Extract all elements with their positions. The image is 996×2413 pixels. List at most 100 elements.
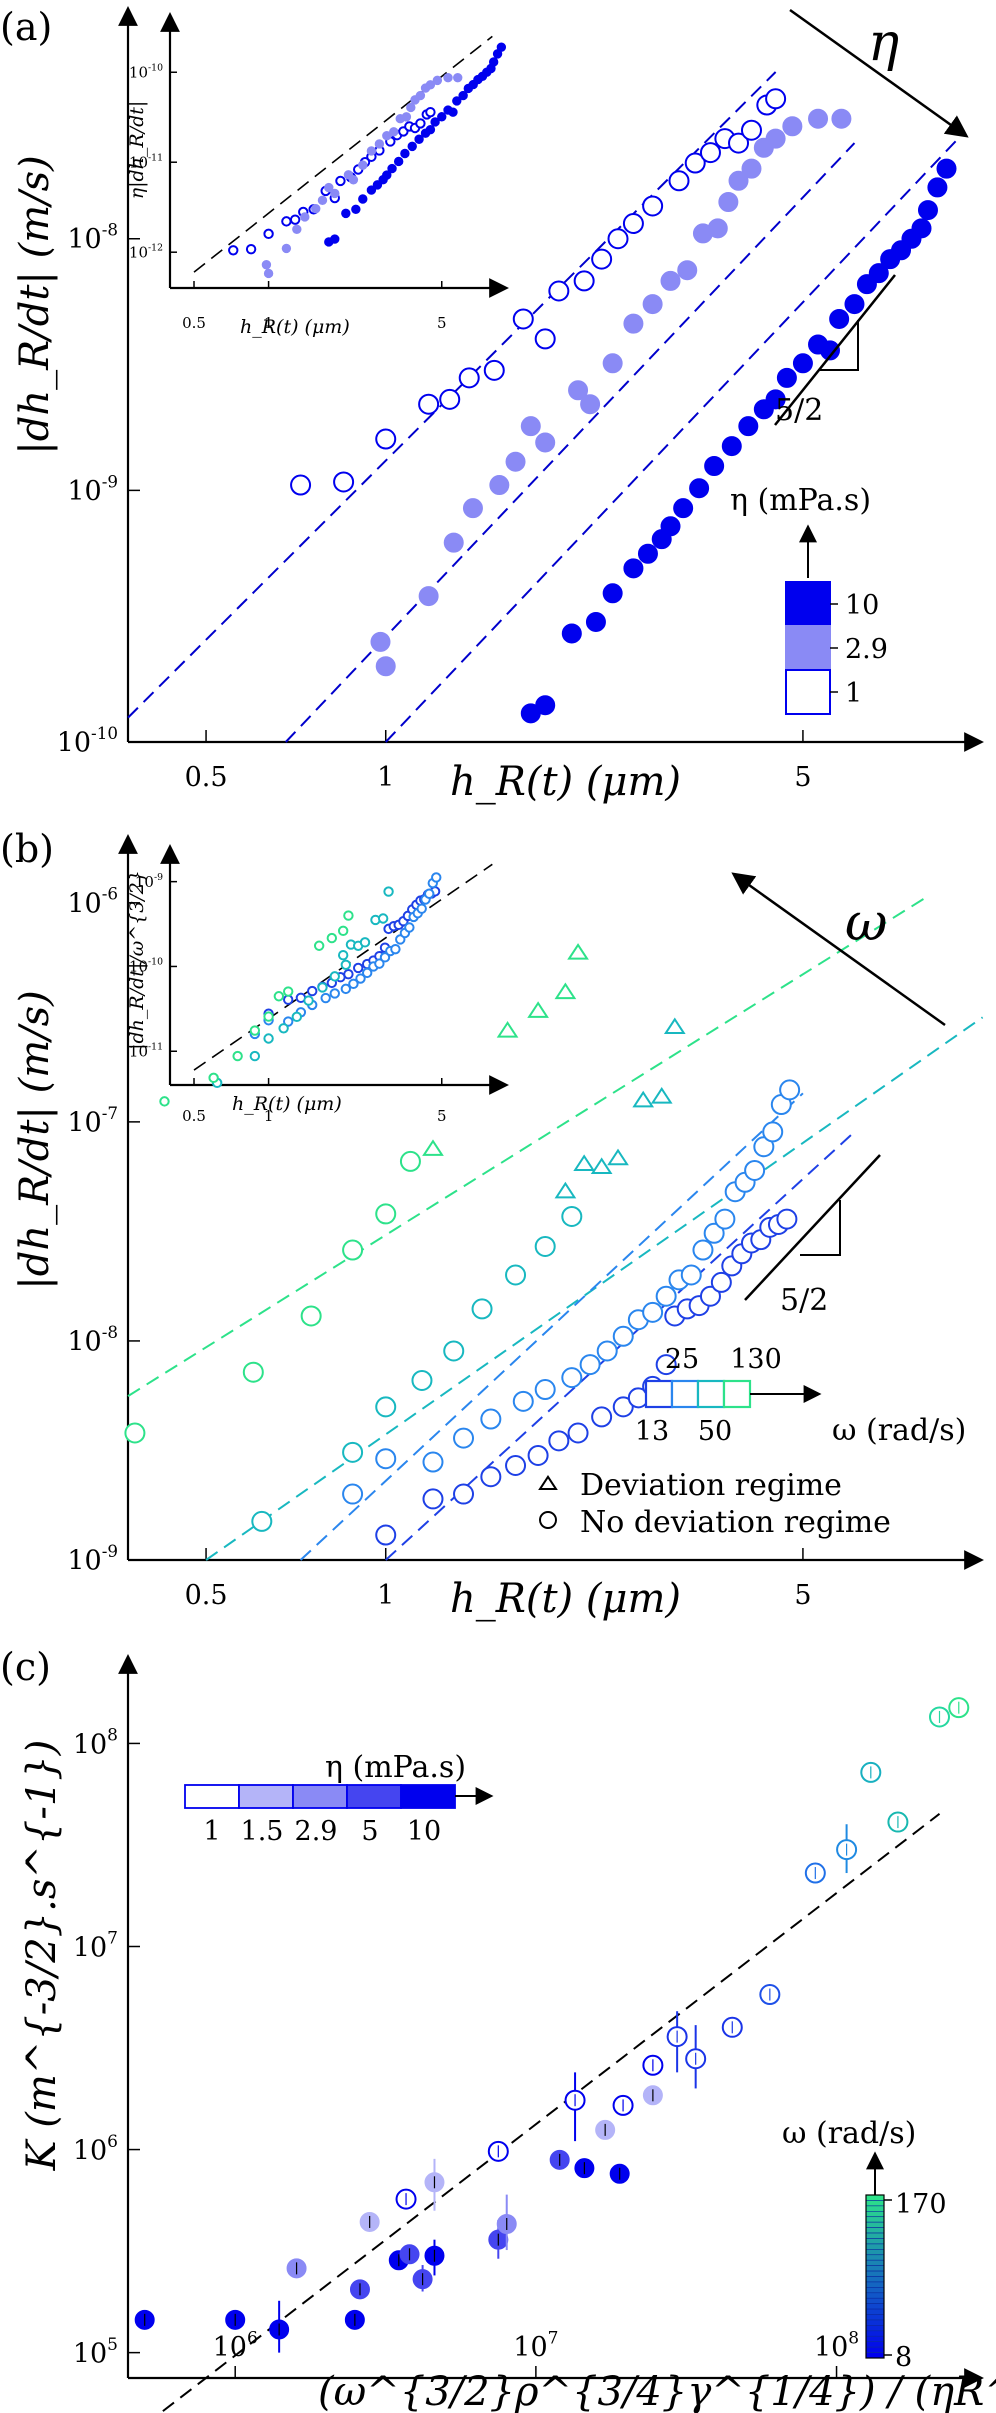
panel-a-inset-y-label: η|dh_R/dt| <box>126 101 148 200</box>
panel-b-inset-point <box>283 1016 294 1027</box>
panel-a-inset-point <box>407 141 417 152</box>
panel-a-slope-triangle <box>820 320 859 371</box>
panel-b-data-point <box>512 1390 534 1412</box>
panel-b-inset-point <box>353 962 364 974</box>
panel-a-inset-y-tick-label: 10-11 <box>129 152 163 171</box>
panel-a-inset-point <box>281 243 292 254</box>
panel-b-data-point <box>776 1208 798 1230</box>
panel-a-data-point <box>512 308 534 330</box>
panel-a-data-point <box>699 142 721 164</box>
panel-a-data-point <box>548 280 570 302</box>
panel-b-inset-point <box>263 1033 274 1044</box>
panel-b-data-point <box>642 1301 664 1323</box>
panel-c-omega-colorbar-cell <box>865 2270 885 2277</box>
panel-b-marker-legend-circle <box>539 1511 557 1529</box>
panel-a-data-point <box>668 170 690 192</box>
panel-b-inset-point <box>249 1025 261 1036</box>
panel-a-inset-fit-line <box>193 35 493 273</box>
panel-a-inset-point <box>300 212 310 222</box>
panel-a-inset-point <box>425 106 436 118</box>
panel-b-letter: (b) <box>0 827 54 871</box>
panel-c-omega-colorbar-cell <box>865 2243 885 2250</box>
panel-b-legend-label: 130 <box>730 1344 782 1375</box>
panel-a-data-point <box>370 631 391 652</box>
panel-a-data-point <box>607 228 629 250</box>
panel-b-x-tick-label: 0.5 <box>185 1580 228 1611</box>
panel-a-data-point <box>489 475 510 496</box>
panel-a-data-point <box>721 436 742 457</box>
panel-a-data-point <box>808 108 829 129</box>
panel-b-data-point <box>422 1488 444 1510</box>
panel-a-data-point <box>677 260 698 281</box>
panel-a-data-point <box>738 416 759 437</box>
panel-a-data-point <box>505 451 526 472</box>
panel-a-data-point <box>707 218 728 239</box>
panel-a-data-point <box>375 428 397 450</box>
panel-b-inset-point <box>283 994 294 1005</box>
panel-c-omega-colorbar-cell <box>865 2259 885 2266</box>
panel-c-omega-colorbar-cell <box>865 2200 885 2207</box>
panel-a-data-point <box>333 471 355 493</box>
panel-a-inset-point <box>317 195 328 206</box>
panel-b-inset-point <box>404 922 415 933</box>
panel-a-inset-point <box>311 203 321 214</box>
panel-a-legend-label: 10 <box>845 590 879 621</box>
panel-c-x-label: (ω^{3/2}ρ^{3/4}γ^{1/4}) / (ηR^{1/4}) <box>318 2369 996 2413</box>
panel-c-y-tick-label: 108 <box>73 1726 118 1761</box>
panel-a-inset-point <box>382 170 392 180</box>
panel-a-data-point <box>673 498 694 519</box>
panel-a-inset-point <box>430 117 440 127</box>
panel-a-data-point <box>741 158 762 179</box>
panel-b-data-point <box>650 1086 673 1104</box>
panel-b-data-point <box>505 1455 527 1477</box>
panel-b-x-tick-label: 1 <box>377 1580 394 1611</box>
panel-a-data-point <box>936 158 957 179</box>
panel-a-data-point <box>623 558 644 579</box>
panel-a-inset-point <box>358 160 368 170</box>
panel-b-data-point <box>399 1150 421 1172</box>
panel-a-y-tick-label: 10-9 <box>67 471 118 507</box>
panel-a-data-point <box>704 455 725 476</box>
panel-b-data-point <box>655 1354 677 1376</box>
panel-a-data-point <box>623 313 644 334</box>
panel-a-inset-y-tick-label: 10-10 <box>129 63 163 82</box>
panel-a-data-point <box>765 128 786 149</box>
panel-c-omega-colorbar-cell <box>865 2205 885 2212</box>
panel-b-data-point <box>242 1361 264 1383</box>
panel-b-data-point <box>573 1154 596 1172</box>
panel-b-data-point <box>714 1208 736 1230</box>
panel-b-inset-point <box>317 982 328 993</box>
panel-a-data-point <box>689 478 710 499</box>
panel-a-data-point <box>439 388 461 410</box>
panel-b-y-tick-label: 10-6 <box>67 884 118 920</box>
panel-b-inset-point <box>303 995 314 1006</box>
panel-b-data-point <box>699 1285 721 1307</box>
panel-a-data-point <box>728 132 750 154</box>
panel-c-omega-colorbar-cell <box>865 2341 885 2348</box>
panel-a-data-point <box>740 119 762 141</box>
panel-b-data-point <box>762 1121 784 1143</box>
panel-a-legend-label: 1 <box>845 678 862 709</box>
panel-c-omega-colorbar-cell <box>865 2216 885 2223</box>
panel-b-inset-point <box>343 910 354 921</box>
panel-b-inset-point <box>416 903 427 914</box>
panel-c-x-tick-label: 108 <box>814 2328 859 2363</box>
panel-a-inset-point <box>496 42 507 52</box>
panel-b-inset-point <box>208 1072 219 1084</box>
panel-a-inset-point <box>448 107 458 117</box>
panel-a-inset-point <box>263 268 274 279</box>
panel-b-fit-line <box>205 1016 984 1561</box>
panel-b-y-label: |dh_R/dt| (m/s) <box>12 990 58 1289</box>
panel-a-inset-point <box>453 72 463 83</box>
panel-b-omega-arrow-label: ω <box>845 893 887 953</box>
panel-b-data-point <box>375 1203 397 1225</box>
panel-c-omega-colorbar-max-label: 170 <box>895 2189 947 2220</box>
panel-b-inset-point <box>232 1050 243 1062</box>
panel-b-inset-point <box>249 1050 261 1062</box>
panel-b-data-point <box>561 1205 583 1227</box>
panel-a-inset-point <box>330 188 340 199</box>
panel-b-inset-point <box>329 971 340 982</box>
panel-c-omega-colorbar-cell <box>865 2308 885 2315</box>
panel-a-data-point <box>602 353 623 374</box>
